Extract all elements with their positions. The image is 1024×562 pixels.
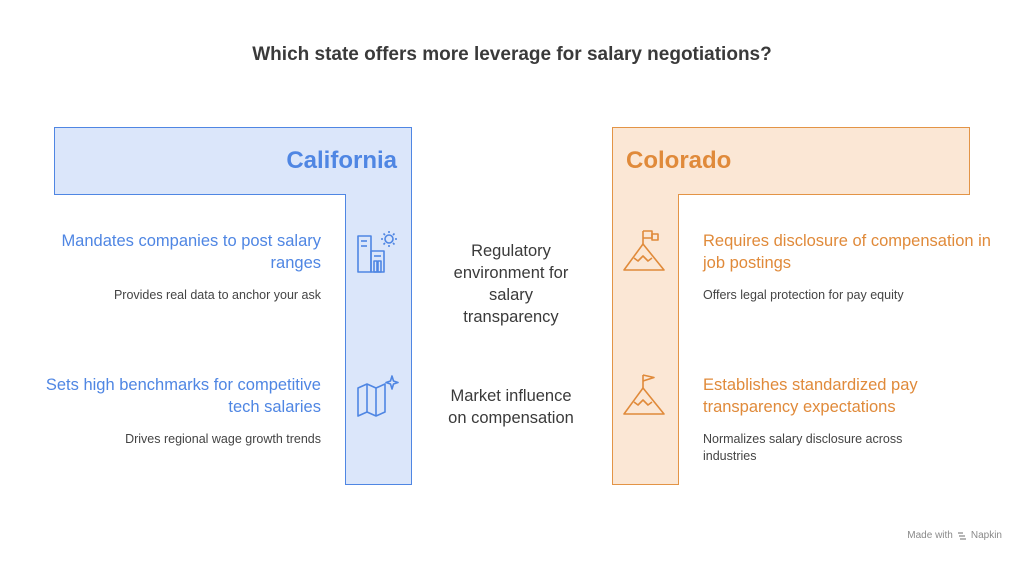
page-title: Which state offers more leverage for sal… bbox=[252, 44, 772, 65]
napkin-brand: Napkin bbox=[970, 530, 1002, 541]
colorado-item-2: Establishes standardized pay transparenc… bbox=[703, 374, 933, 465]
mountain-flag-icon bbox=[623, 374, 665, 415]
colorado-item-heading: Establishes standardized pay transparenc… bbox=[703, 376, 918, 416]
california-item-heading: Sets high benchmarks for competitive tec… bbox=[45, 376, 321, 416]
building-sun-icon bbox=[357, 231, 397, 273]
california-header: California bbox=[54, 127, 412, 195]
colorado-item-1: Requires disclosure of compensation in j… bbox=[703, 230, 1003, 304]
colorado-item-heading: Requires disclosure of compensation in j… bbox=[703, 232, 991, 272]
colorado-header: Colorado bbox=[612, 127, 970, 195]
california-item-detail: Provides real data to anchor your ask bbox=[113, 288, 321, 302]
colorado-item-detail: Offers legal protection for pay equity bbox=[703, 288, 904, 302]
napkin-footer: Made with Napkin bbox=[907, 530, 1002, 541]
colorado-item-detail: Normalizes salary disclosure across indu… bbox=[703, 432, 903, 463]
mountain-flag-icon bbox=[623, 230, 665, 271]
california-bar bbox=[345, 194, 412, 485]
california-item-2: Sets high benchmarks for competitive tec… bbox=[21, 374, 321, 448]
colorado-bar bbox=[612, 194, 679, 485]
napkin-logo-icon bbox=[957, 531, 966, 540]
california-item-heading: Mandates companies to post salary ranges bbox=[61, 232, 321, 272]
california-item-detail: Drives regional wage growth trends bbox=[125, 432, 321, 446]
california-item-1: Mandates companies to post salary ranges… bbox=[21, 230, 321, 304]
criterion-regulatory: Regulatory environment for salary transp… bbox=[453, 242, 569, 326]
made-with-label: Made with bbox=[907, 530, 953, 541]
criterion-market: Market influence on compensation bbox=[448, 387, 574, 427]
map-sparkle-icon bbox=[357, 375, 399, 417]
